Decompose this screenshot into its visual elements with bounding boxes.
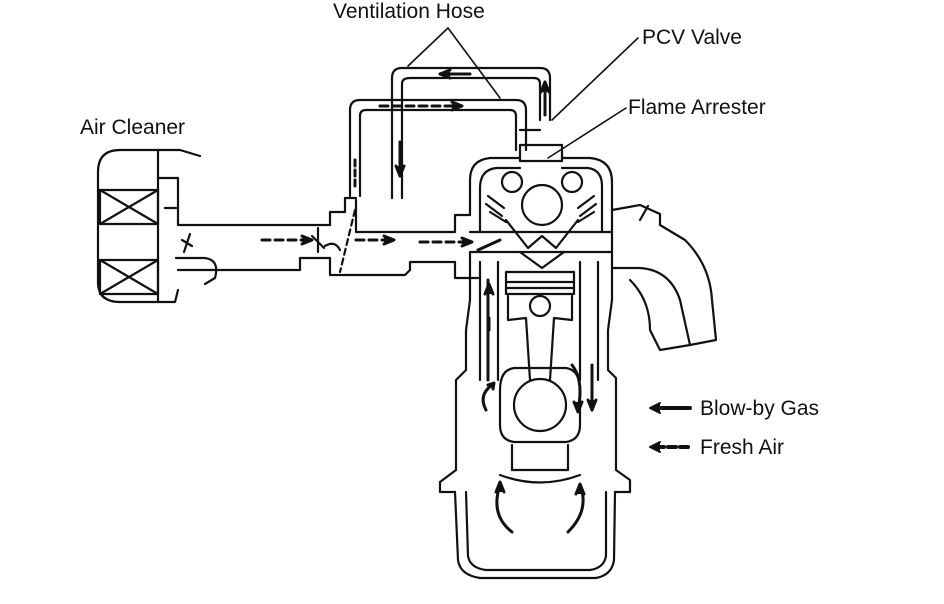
blow-by-flow-arrows xyxy=(394,68,598,534)
ventilation-hoses xyxy=(348,27,639,200)
flame-arrester-label: Flame Arrester xyxy=(628,96,766,119)
fresh-air-flow-arrows xyxy=(260,100,474,248)
ventilation-hose-label: Ventilation Hose xyxy=(333,0,485,23)
legend-blow-by-label: Blow-by Gas xyxy=(700,397,820,420)
pcv-valve-label: PCV Valve xyxy=(642,26,742,49)
air-cleaner xyxy=(96,148,332,304)
exhaust-manifold xyxy=(610,203,718,352)
legend-fresh-air-label: Fresh Air xyxy=(700,436,785,459)
intake-pipe xyxy=(298,196,480,280)
engine-block xyxy=(438,250,632,494)
cylinder-head xyxy=(468,143,614,270)
oil-pan xyxy=(453,490,617,580)
legend-blow-by-symbol xyxy=(649,402,692,414)
air-cleaner-label: Air Cleaner xyxy=(80,116,186,139)
legend-fresh-air-symbol xyxy=(649,441,692,453)
